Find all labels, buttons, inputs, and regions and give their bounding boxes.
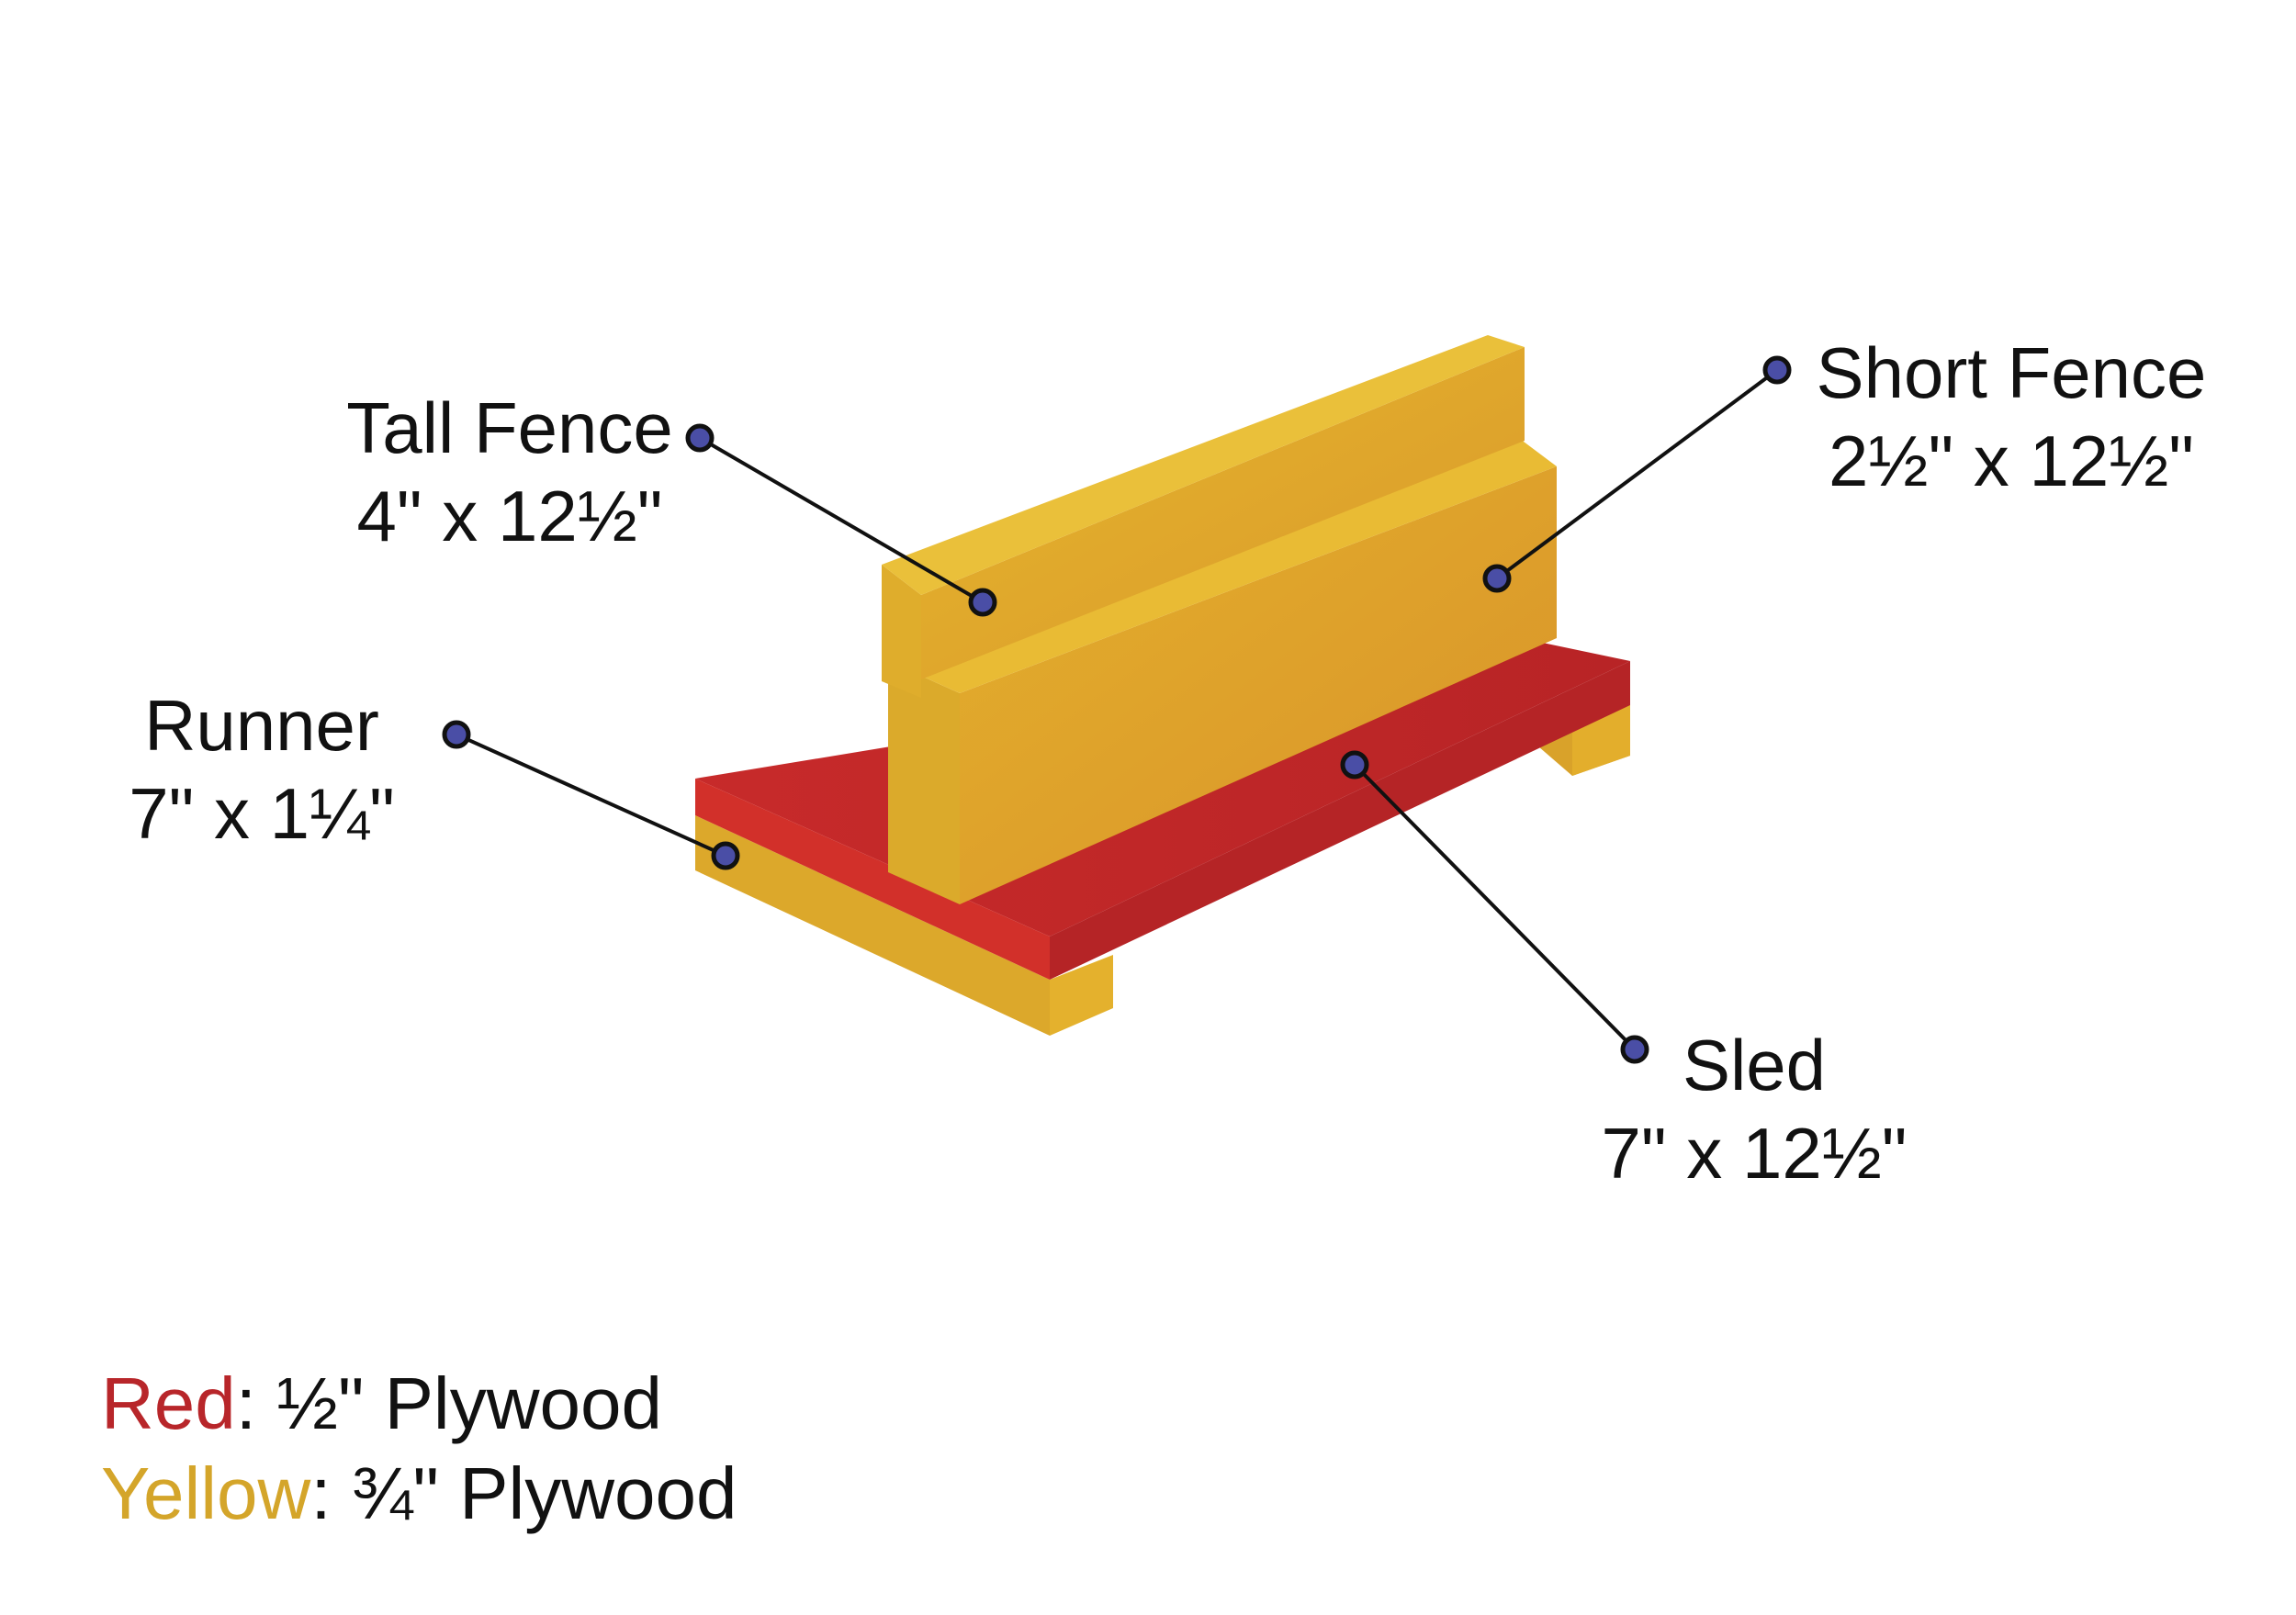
dot-short-fence-start [1762,355,1792,385]
sled-name: Sled [1682,1025,1827,1105]
legend-row-yellow: Yellow: ¾" Plywood [101,1449,737,1539]
dot-sled-start [1340,750,1369,779]
dot-sled-end [1620,1035,1649,1064]
sled-size: 7" x 12½" [1601,1113,1908,1194]
short-fence-size: 2½" x 12½" [1829,421,2194,501]
runner-label: Runner 7" x 1¼" [110,681,413,858]
leader-lines [456,368,1779,1051]
dot-runner-start [442,720,471,749]
legend-yellow-word: Yellow [101,1452,311,1534]
leader-tall-fence [698,436,985,604]
legend-yellow-material: ¾" Plywood [331,1452,737,1534]
legend-red-material: ½" Plywood [256,1363,662,1444]
legend-red-word: Red [101,1363,236,1444]
dot-tall-fence-start [685,423,715,453]
legend-yellow-separator: : [310,1452,332,1534]
short-fence-label: Short Fence 2½" x 12½" [1782,329,2241,505]
leader-runner [456,733,726,858]
dot-short-fence-end [1482,564,1512,593]
short-fence [888,439,1557,904]
leader-sled [1353,763,1637,1051]
leader-short-fence [1495,368,1779,580]
tall-fence-size: 4" x 12½" [356,476,663,556]
legend-red-separator: : [235,1363,256,1444]
leader-dots [442,355,1792,1064]
runner-size: 7" x 1¼" [129,773,395,854]
short-fence-name: Short Fence [1816,332,2207,413]
material-legend: Red: ½" Plywood Yellow: ¾" Plywood [101,1359,737,1539]
runner-name: Runner [144,685,379,766]
dot-runner-end [711,841,740,870]
runner-front [695,815,1113,1036]
dot-tall-fence-end [968,588,997,617]
tall-fence-label: Tall Fence 4" x 12½" [303,384,716,560]
tall-fence-name: Tall Fence [346,387,673,468]
legend-row-red: Red: ½" Plywood [101,1359,737,1449]
sled-label: Sled 7" x 12½" [1580,1021,1929,1197]
tall-fence [882,335,1525,698]
